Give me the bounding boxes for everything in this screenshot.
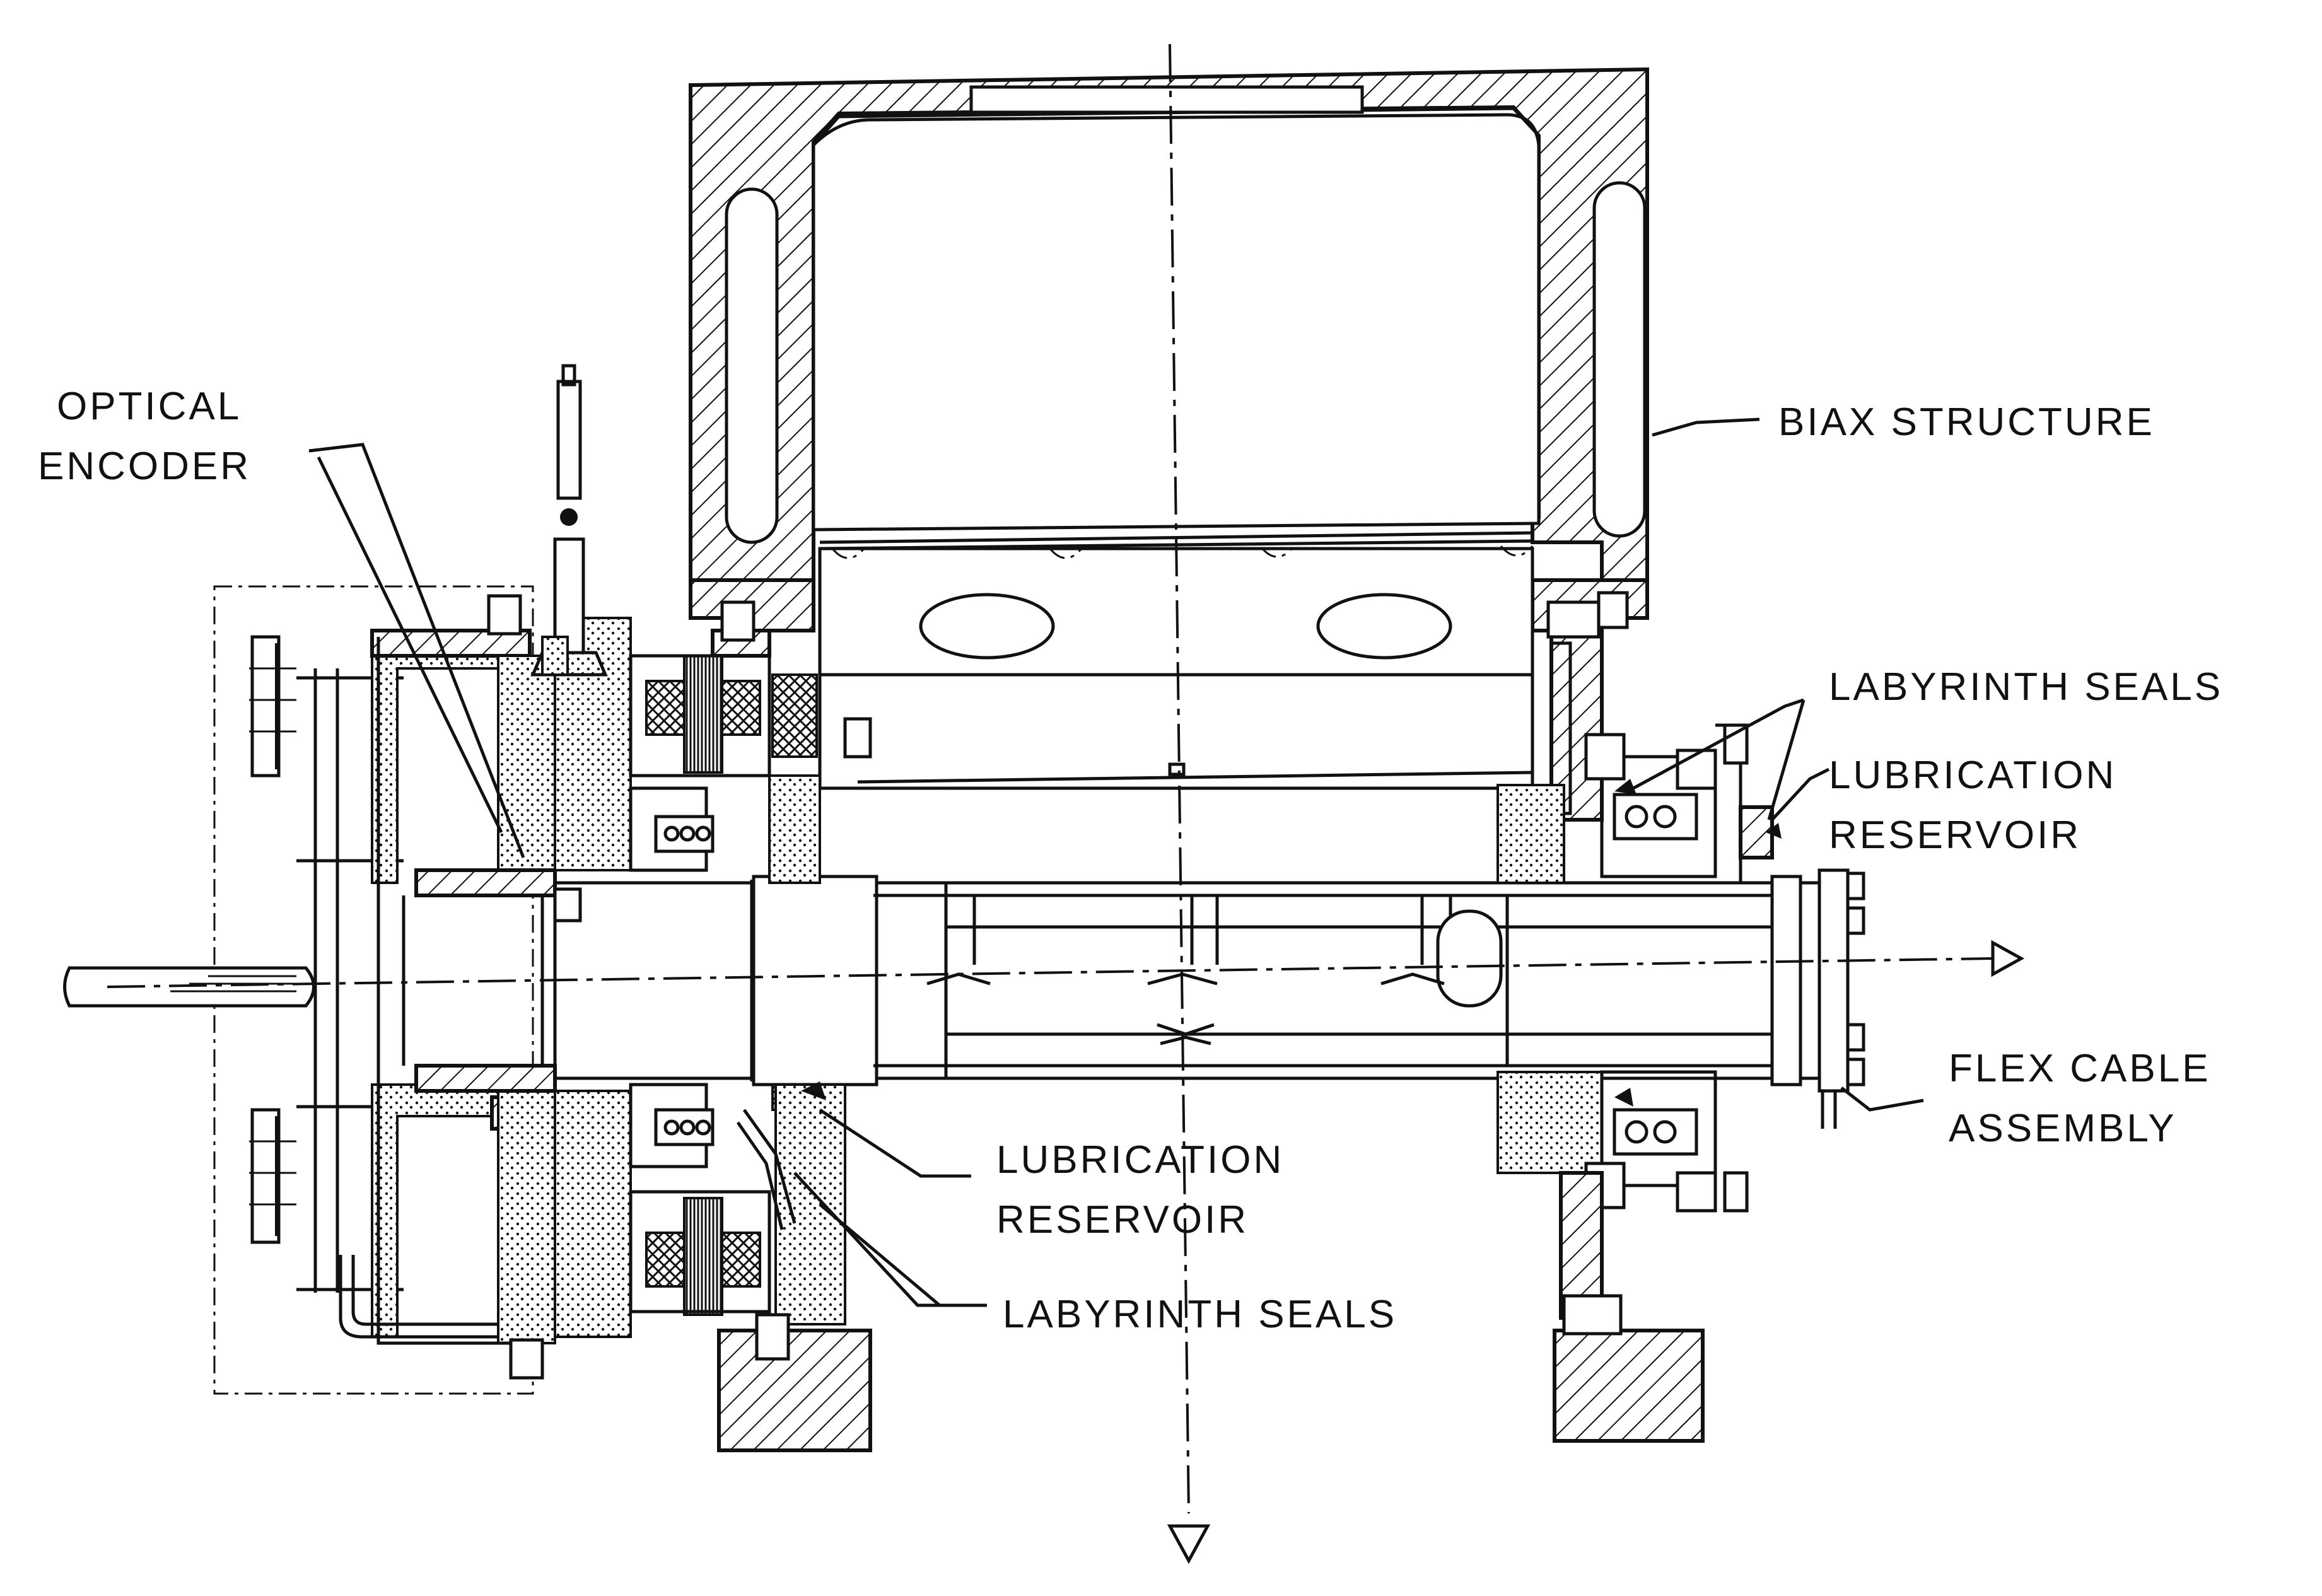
right-housing [1496, 591, 1865, 1336]
plate-hole-left [919, 593, 1055, 660]
lower-yoke-legs [717, 1331, 1705, 1452]
label-biax-structure: BIAX STRUCTURE [1778, 400, 2155, 444]
winding-upper-left [645, 680, 686, 736]
vertical-axis-arrow [1167, 1524, 1211, 1564]
labels: OPTICAL ENCODER BIAX STRUCTURE LABYRINTH… [38, 385, 2223, 1336]
label-optical: OPTICAL [57, 385, 242, 428]
plate-hole-right [1316, 593, 1452, 660]
center-axes [107, 44, 2025, 1564]
label-labyrinth-seals-bottom: LABYRINTH SEALS [1003, 1293, 1397, 1336]
label-reservoir-right: RESERVOIR [1829, 813, 2081, 857]
label-lubrication-bottom: LUBRICATION [996, 1138, 1284, 1182]
label-reservoir-bottom: RESERVOIR [996, 1198, 1249, 1242]
stator-upper [683, 655, 723, 774]
label-labyrinth-seals-right: LABYRINTH SEALS [1829, 665, 2223, 709]
bottom-lubrication-area [736, 1081, 826, 1230]
main-shaft [540, 875, 1774, 1086]
left-housing [213, 585, 872, 1395]
leader-lines [308, 417, 1924, 1307]
horizontal-axis-arrow [1991, 940, 2025, 977]
shaft-slot [1436, 909, 1503, 1008]
winding-lower-right [721, 1232, 761, 1288]
winding-upper-right [721, 680, 761, 736]
connector-pin [530, 364, 608, 677]
stator-lower [683, 1197, 723, 1316]
label-lubrication-right: LUBRICATION [1829, 754, 2116, 797]
label-encoder: ENCODER [38, 445, 251, 488]
winding-lower-left [645, 1232, 686, 1288]
label-flex-cable: FLEX CABLE [1949, 1047, 2211, 1090]
label-assembly: ASSEMBLY [1949, 1107, 2177, 1150]
